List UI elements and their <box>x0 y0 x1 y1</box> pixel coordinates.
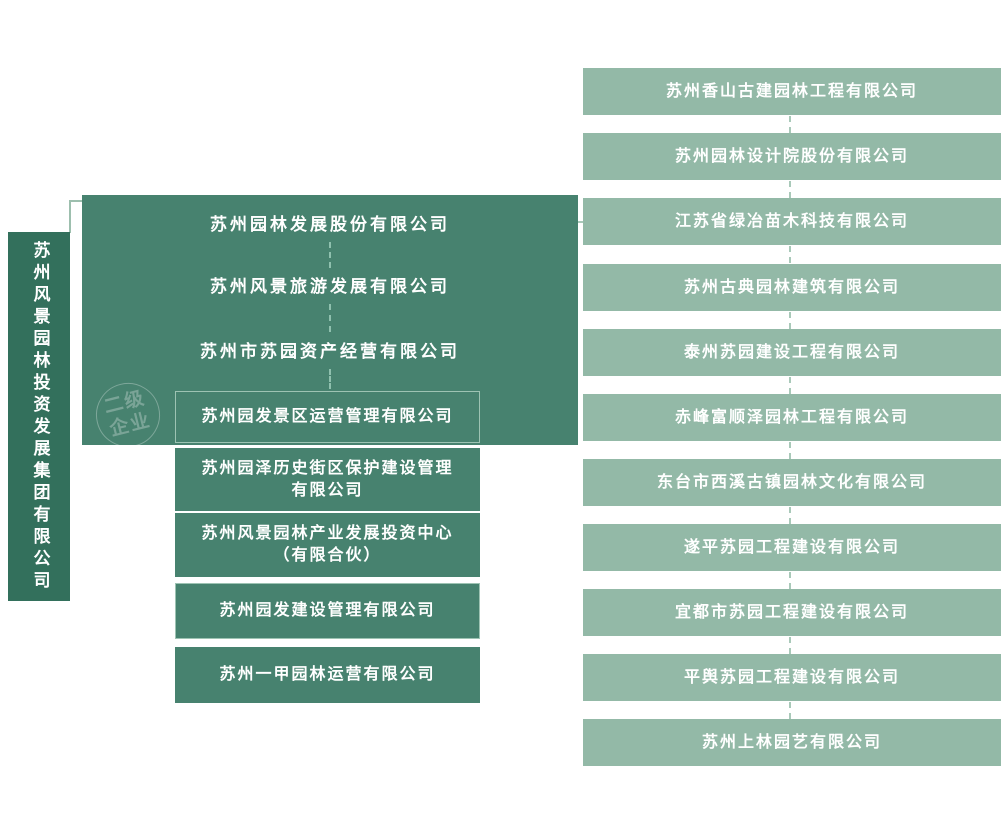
connector-root-horizontal <box>69 200 83 202</box>
node-branch-3: 江苏省绿冶苗木科技有限公司 <box>583 198 1001 245</box>
node-subsidiary-6: 苏州风景园林产业发展投资中心 （有限合伙） <box>175 513 480 577</box>
connector-branch-2-3 <box>789 181 791 198</box>
node-branch-2: 苏州园林设计院股份有限公司 <box>583 133 1001 180</box>
node-branch-5: 泰州苏园建设工程有限公司 <box>583 329 1001 376</box>
node-subsidiary-1: 苏州园林发展股份有限公司 <box>210 214 450 234</box>
node-subsidiary-7: 苏州园发建设管理有限公司 <box>175 583 480 639</box>
node-branch-4: 苏州古典园林建筑有限公司 <box>583 264 1001 311</box>
node-subsidiary-3: 苏州市苏园资产经营有限公司 <box>200 341 460 361</box>
connector-branch-6-7 <box>789 442 791 459</box>
connector-branch-5-6 <box>789 377 791 394</box>
node-branch-7: 东台市西溪古镇园林文化有限公司 <box>583 459 1001 506</box>
node-subsidiary-8: 苏州一甲园林运营有限公司 <box>175 647 480 703</box>
node-subsidiary-4: 苏州园发景区运营管理有限公司 <box>175 391 480 443</box>
node-branch-11: 苏州上林园艺有限公司 <box>583 719 1001 766</box>
connector-branch-1-2 <box>789 116 791 133</box>
node-subsidiary-2: 苏州风景旅游发展有限公司 <box>210 276 450 296</box>
connector-root-vertical <box>69 200 71 233</box>
node-branch-10: 平舆苏园工程建设有限公司 <box>583 654 1001 701</box>
connector-branch-10-11 <box>789 702 791 719</box>
node-subsidiary-5: 苏州园泽历史街区保护建设管理 有限公司 <box>175 448 480 511</box>
connector-mid-1-2 <box>329 242 331 268</box>
node-parent-company: 苏州风景园林投资发展集团有限公司 <box>8 232 70 601</box>
connector-block-to-branches <box>578 221 584 223</box>
node-branch-8: 遂平苏园工程建设有限公司 <box>583 524 1001 571</box>
connector-branch-7-8 <box>789 507 791 524</box>
connector-mid-2-3 <box>329 304 331 332</box>
node-branch-9: 宜都市苏园工程建设有限公司 <box>583 589 1001 636</box>
connector-branch-9-10 <box>789 637 791 654</box>
watermark-label: 二级 企业 <box>102 387 154 441</box>
connector-branch-4-5 <box>789 312 791 329</box>
node-branch-6: 赤峰富顺泽园林工程有限公司 <box>583 394 1001 441</box>
connector-branch-8-9 <box>789 572 791 589</box>
node-branch-1: 苏州香山古建园林工程有限公司 <box>583 68 1001 115</box>
connector-branch-3-4 <box>789 246 791 263</box>
connector-mid-3-4 <box>329 369 331 389</box>
